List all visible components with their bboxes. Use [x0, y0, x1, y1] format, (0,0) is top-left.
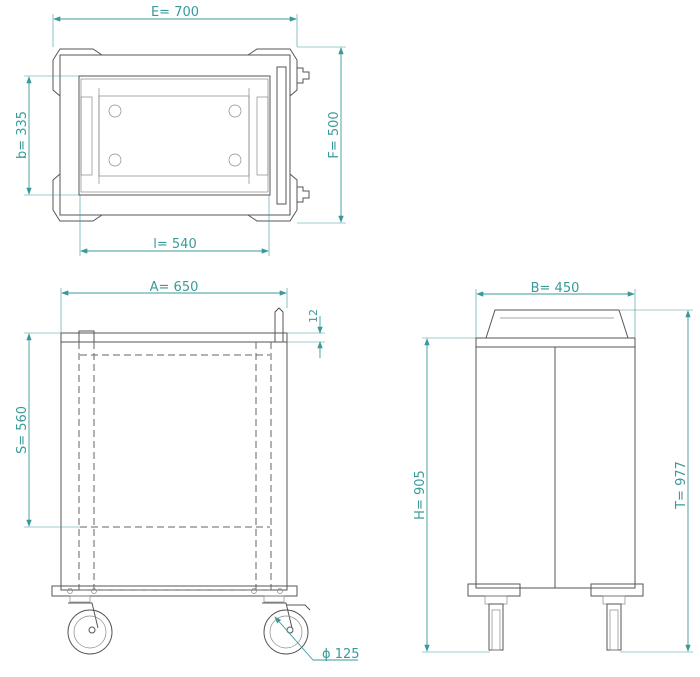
caster-side-right — [602, 595, 626, 651]
top-view: E= 700 F= 500 b= 335 l= 540 — [15, 5, 346, 256]
dim-S-label: S= 560 — [15, 406, 30, 454]
caster-left — [67, 595, 113, 655]
dim-b-label: b= 335 — [15, 111, 30, 159]
dim-E-label: E= 700 — [151, 5, 199, 20]
front-body — [60, 332, 288, 591]
caster-side-left — [484, 595, 508, 651]
dim-wheel-label: ϕ 125 — [322, 647, 360, 662]
dim-F-label: F= 500 — [327, 111, 342, 158]
top-frame — [59, 54, 291, 216]
push-handle — [276, 66, 287, 205]
dim-B-label: B= 450 — [531, 281, 580, 296]
dim-T-label: T= 977 — [674, 461, 689, 510]
front-view: A= 650 S= 560 12 ϕ 125 — [15, 280, 360, 662]
dim-A-label: A= 650 — [150, 280, 199, 295]
front-base — [51, 585, 298, 597]
caster-right — [262, 595, 311, 655]
dim-H-label: H= 905 — [413, 470, 428, 520]
top-tray — [78, 75, 271, 196]
side-view: B= 450 H= 905 T= 977 — [413, 281, 693, 653]
dim-l-label: l= 540 — [153, 237, 196, 252]
dim-12-label: 12 — [307, 309, 320, 323]
